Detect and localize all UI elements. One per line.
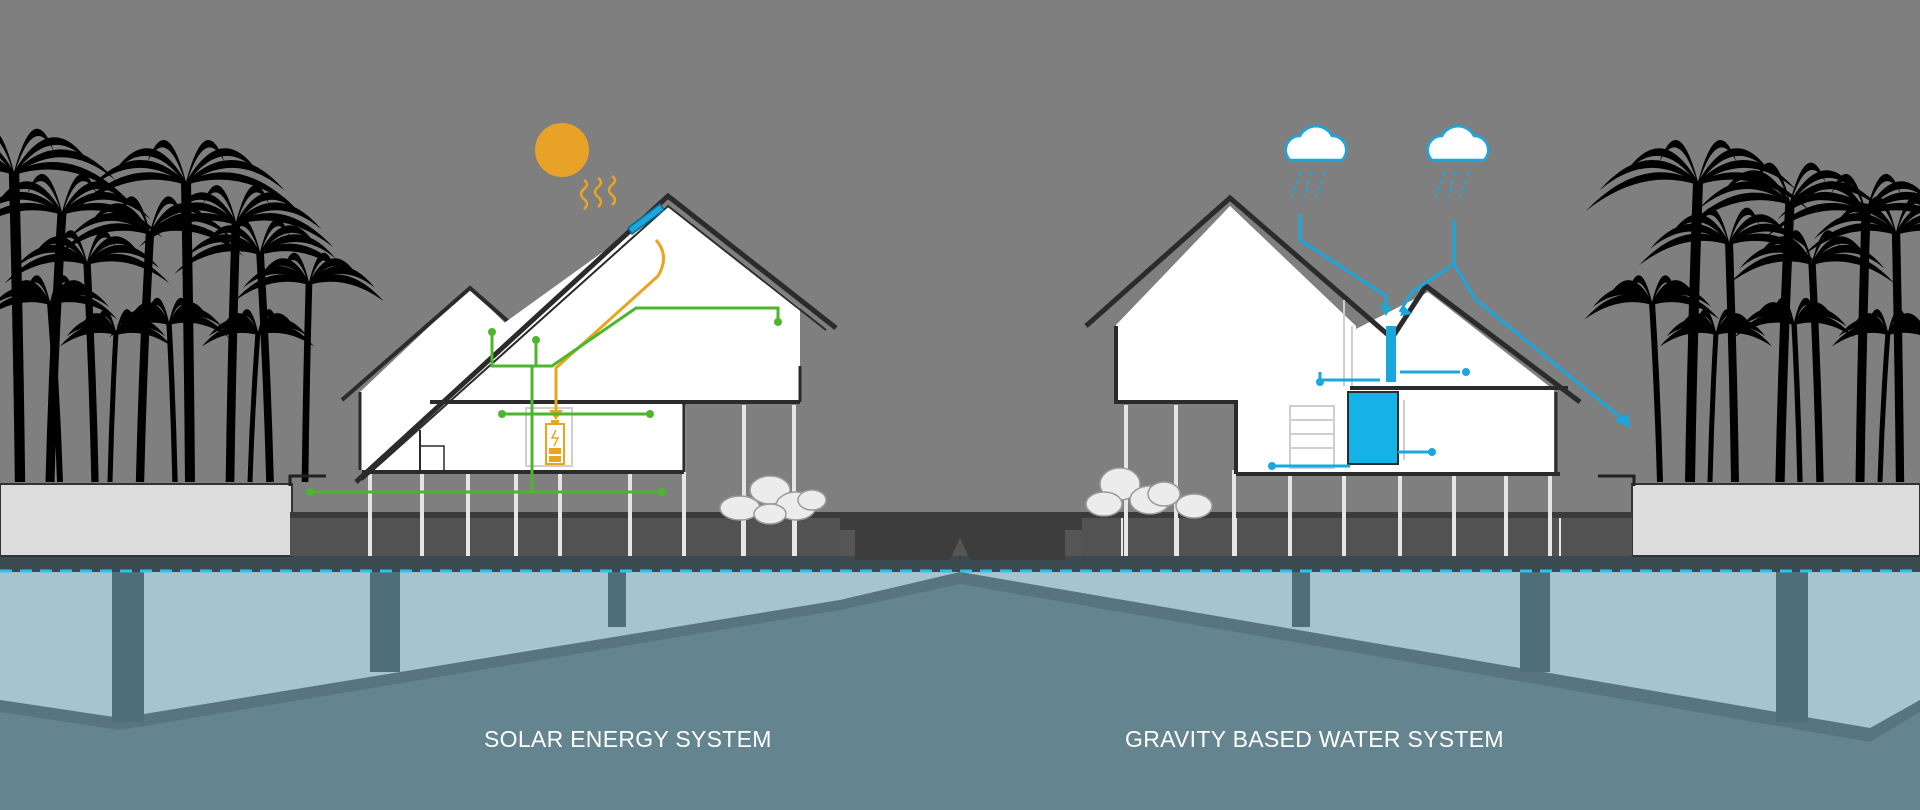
- plinth-left: [0, 483, 293, 557]
- deck-left: [290, 516, 840, 556]
- palm-trees-right: [1584, 140, 1920, 483]
- water-dark: [0, 572, 1920, 810]
- water-house: [1084, 125, 1630, 556]
- stair-detail: [1289, 405, 1335, 469]
- solar-feed-line: [554, 239, 665, 414]
- boulder-icon: [719, 475, 827, 525]
- caption-solar-energy-system: SOLAR ENERGY SYSTEM: [484, 726, 772, 752]
- palm-tree-icon: [0, 275, 118, 483]
- palm-trees-left: [0, 128, 384, 483]
- water-lines: [1272, 214, 1625, 468]
- palm-tree-icon: [201, 309, 315, 483]
- boulder-icon: [1085, 467, 1213, 519]
- downpipe: [1386, 326, 1396, 382]
- plinth-right: [1631, 483, 1920, 557]
- roof-small: [1389, 282, 1582, 404]
- cloud-icon: [1284, 125, 1490, 162]
- palm-tree-icon: [234, 252, 384, 483]
- roof-big: [1084, 194, 1396, 342]
- deck: [0, 474, 1920, 560]
- palm-tree-icon: [1734, 297, 1854, 483]
- walkway-joint: [840, 516, 1082, 560]
- roof-left: [354, 192, 838, 484]
- heat-waves-icon: [579, 174, 617, 210]
- palm-tree-icon: [1831, 309, 1920, 483]
- lagoon-section: [0, 556, 1920, 810]
- water-tank-icon: [1347, 391, 1399, 465]
- water-outlets: [1268, 306, 1630, 470]
- palm-tree-icon: [1729, 230, 1895, 483]
- palm-tree-icon: [4, 230, 170, 483]
- water-surface-band: [0, 556, 1920, 572]
- palm-tree-icon: [109, 297, 229, 483]
- palm-tree-icon: [0, 128, 131, 483]
- big-gable: [1116, 206, 1356, 402]
- foundation-pillars: [112, 572, 1808, 722]
- palm-tree-icon: [1802, 196, 1920, 483]
- battery-icon: [545, 420, 565, 465]
- deck-right: [1082, 516, 1632, 556]
- small-gable-right: [1236, 292, 1554, 474]
- power-lines: [310, 306, 780, 494]
- caption-gravity-water-system: GRAVITY BASED WATER SYSTEM: [1125, 726, 1504, 752]
- solar-house: [306, 123, 838, 556]
- solar-panel-icon: [626, 202, 666, 236]
- palm-tree-icon: [56, 196, 244, 483]
- palm-tree-icon: [1584, 275, 1720, 483]
- palm-tree-icon: [138, 185, 334, 483]
- sun-icon: [535, 123, 589, 177]
- palm-tree-icon: [1659, 309, 1773, 483]
- power-outlets: [306, 318, 782, 496]
